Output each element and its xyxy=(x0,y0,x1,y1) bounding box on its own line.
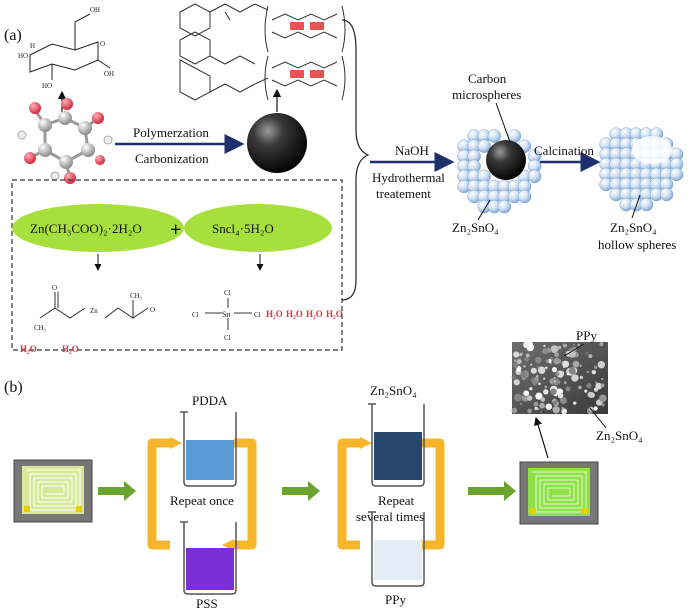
carbon-label: Carbon xyxy=(468,71,507,86)
svg-text:O: O xyxy=(100,40,105,48)
glucose-structure: OH HO HO OH O H xyxy=(18,6,114,90)
svg-text:HO: HO xyxy=(42,82,52,90)
ch3-left: CH₃ xyxy=(34,324,47,332)
cl-top: Cl xyxy=(224,289,231,297)
naoh-label: NaOH xyxy=(395,143,429,158)
loop2-head-top xyxy=(360,437,372,449)
tin-chloride-ellipse xyxy=(184,204,332,252)
loop1-head-top xyxy=(170,437,182,449)
svg-text:OH: OH xyxy=(90,6,100,14)
sem-ppy-label: PPy xyxy=(576,328,597,343)
beaker-ppy xyxy=(368,511,425,587)
cycle-loop-1 xyxy=(147,438,257,550)
hollow-pointer xyxy=(631,194,641,219)
polymer-highlight-4 xyxy=(310,70,324,78)
tin-chloride-label: Sncl₄·5H₂O xyxy=(212,221,274,236)
zn-atom: Zn xyxy=(90,307,98,315)
sem-image xyxy=(511,340,608,415)
carbonization-label: Carbonization xyxy=(135,151,209,166)
zinc-acetate-structure xyxy=(39,292,149,319)
tin-chloride-structure xyxy=(205,298,252,330)
cl-right: Cl xyxy=(254,311,261,319)
polymer-highlight-1 xyxy=(290,22,304,30)
cl-left: Cl xyxy=(192,311,199,319)
coated-zn2sno4-label: Zn₂SnO₄ xyxy=(452,220,499,235)
green-arrow-1 xyxy=(98,481,136,501)
hydrothermal-label: Hydrothermal xyxy=(372,170,445,185)
substrate-left xyxy=(13,459,93,523)
green-arrow-2 xyxy=(282,481,320,501)
reagent-box xyxy=(11,179,343,351)
beaker-pdda xyxy=(180,411,237,487)
pss-label: PSS xyxy=(196,596,218,610)
molecule-model xyxy=(17,98,113,184)
water-6: H₂O xyxy=(326,309,343,319)
sn-atom: Sn xyxy=(222,310,230,319)
carbon-pointer xyxy=(495,102,511,143)
polymerization-label: Polymerzation xyxy=(133,125,209,140)
treatement-label: treatement xyxy=(376,186,431,201)
carbon-sphere xyxy=(247,113,307,173)
water-3: H₂O xyxy=(266,309,283,319)
zinc-acetate-ellipse xyxy=(12,204,184,252)
sem-arrow xyxy=(534,416,549,459)
hollow-sphere xyxy=(599,127,684,212)
panel-b-label: (b) xyxy=(4,379,23,396)
svg-text:OH: OH xyxy=(104,70,114,78)
beaker-zn2sno4-label: Zn₂SnO₄ xyxy=(370,383,417,398)
beaker-pss xyxy=(180,521,237,595)
plus-sign: + xyxy=(170,219,181,241)
svg-text:H: H xyxy=(30,42,35,50)
sem-zn2sno4-pointer xyxy=(589,407,607,429)
hollow-zn2sno4-label: Zn₂SnO₄ xyxy=(610,220,657,235)
o-right: O xyxy=(150,306,155,314)
water-5: H₂O xyxy=(306,309,323,319)
polymer-highlight-2 xyxy=(310,22,324,30)
water-2: H₂O xyxy=(62,344,79,354)
substrate-right xyxy=(519,461,599,525)
coated-pointer xyxy=(477,199,491,221)
cl-bottom: Cl xyxy=(224,334,231,342)
curly-brace xyxy=(341,19,370,301)
calcination-label: Calcination xyxy=(534,143,594,158)
hollow-spheres-label: hollow spheres xyxy=(598,237,676,252)
repeat-once-label: Repeat once xyxy=(170,493,234,508)
coated-sphere xyxy=(457,129,542,214)
panel-a-label: (a) xyxy=(4,27,22,44)
ch3-right: CH₃ xyxy=(130,292,143,300)
o-left: O xyxy=(52,284,57,292)
polymer-structure xyxy=(179,3,346,101)
svg-text:HO: HO xyxy=(18,52,28,60)
sem-zn2sno4-label: Zn₂SnO₄ xyxy=(596,428,643,443)
sem-ppy-pointer xyxy=(563,343,585,357)
beaker-zn2sno4 xyxy=(368,403,425,487)
green-arrow-3 xyxy=(468,481,516,501)
microspheres-label: microspheres xyxy=(452,87,521,102)
water-1: H₂O xyxy=(20,344,37,354)
repeat-label: Repeat xyxy=(378,493,414,508)
pdda-label: PDDA xyxy=(192,393,228,408)
ppy-label: PPy xyxy=(385,592,406,607)
several-times-label: several times xyxy=(356,509,424,524)
polymer-highlight-3 xyxy=(290,70,304,78)
water-4: H₂O xyxy=(286,309,303,319)
zinc-acetate-label: Zn(CH₃COO)₂·2H₂O xyxy=(30,221,142,236)
cycle-loop-2 xyxy=(337,438,445,550)
